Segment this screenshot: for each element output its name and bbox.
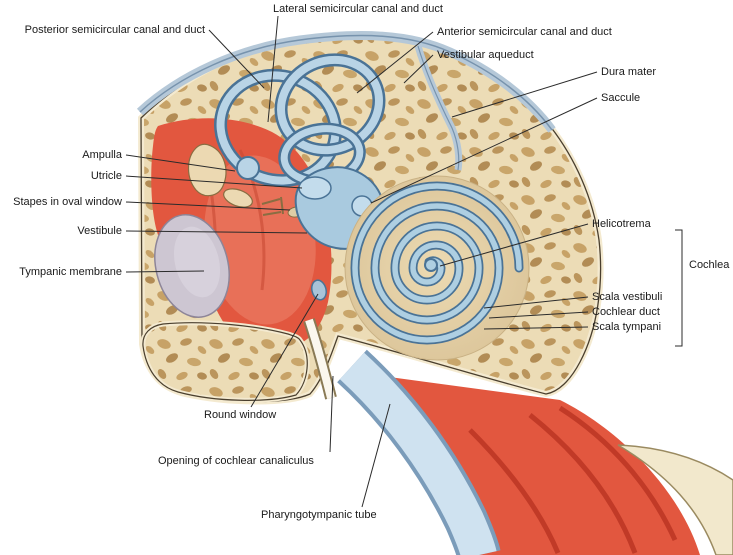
ampulla-shape xyxy=(236,156,260,180)
helicotrema-center xyxy=(424,258,438,272)
lower-bone-piece xyxy=(140,320,310,403)
corner-bone xyxy=(617,444,733,555)
tympanic-membrane-shape xyxy=(154,214,230,318)
cochlea-shape xyxy=(344,175,530,361)
pharyngotympanic-tube-cartilage xyxy=(337,349,501,555)
tube-muscle-band xyxy=(352,372,700,555)
utricle-shape xyxy=(298,176,332,200)
